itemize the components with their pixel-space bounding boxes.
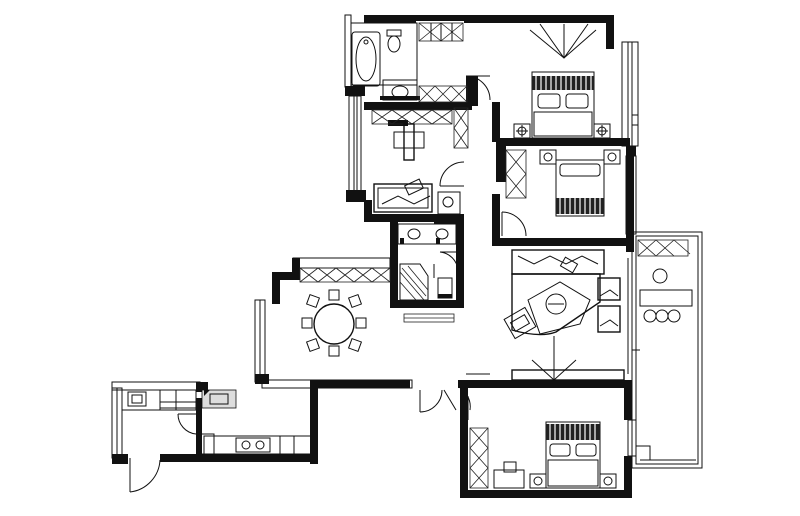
sink-icon bbox=[127, 391, 147, 407]
living-room bbox=[503, 249, 629, 381]
side-chair-icon bbox=[597, 277, 621, 333]
bistro-table-icon bbox=[639, 289, 693, 323]
armchair-icon bbox=[437, 191, 461, 215]
wardrobe-icon bbox=[505, 149, 527, 199]
shower-icon bbox=[399, 263, 429, 301]
armchair-icon bbox=[503, 256, 579, 340]
washer-icon bbox=[201, 389, 237, 409]
sink-icon bbox=[380, 79, 420, 101]
toilet-icon bbox=[437, 277, 453, 299]
sofa-icon bbox=[373, 178, 433, 213]
sofa-icon bbox=[511, 249, 605, 275]
double-bed-icon bbox=[545, 421, 601, 489]
nightstand-right-icon bbox=[593, 123, 611, 139]
round-table-icon bbox=[301, 289, 367, 357]
nightstand-icon bbox=[539, 149, 621, 165]
exterior-walls bbox=[111, 14, 703, 498]
master-bedroom bbox=[513, 23, 639, 139]
nightstand-icon bbox=[529, 473, 617, 489]
double-sink-icon bbox=[397, 223, 457, 245]
desk-icon bbox=[493, 461, 525, 489]
double-bed-icon bbox=[555, 159, 605, 217]
balcony bbox=[632, 239, 696, 461]
corridor-doors bbox=[419, 373, 490, 413]
second-bedroom bbox=[501, 149, 621, 237]
nightstand-left-icon bbox=[513, 123, 531, 139]
coffee-table-icon bbox=[527, 281, 591, 335]
third-bedroom bbox=[467, 396, 637, 489]
dining-room bbox=[299, 267, 455, 357]
bathtub-icon bbox=[351, 31, 381, 87]
double-bed-icon bbox=[531, 71, 595, 139]
master-bathroom bbox=[350, 22, 491, 103]
entry-door-icon bbox=[129, 458, 161, 493]
wardrobe-icon bbox=[469, 427, 489, 489]
kitchen bbox=[121, 389, 313, 493]
guest-bathroom bbox=[397, 223, 459, 301]
stove-icon bbox=[203, 435, 313, 455]
toilet-icon bbox=[386, 29, 402, 53]
study bbox=[371, 107, 469, 215]
desk-icon bbox=[393, 123, 425, 161]
